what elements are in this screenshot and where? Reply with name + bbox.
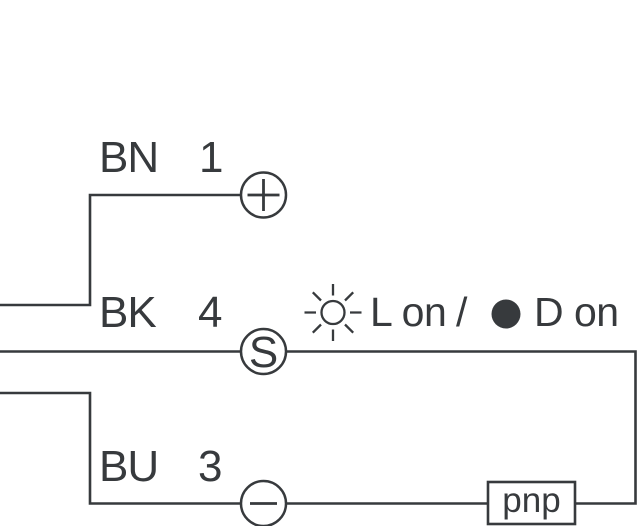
- pnp-box: [486, 480, 577, 526]
- signal-output-wire: [286, 350, 637, 505]
- sun-icon: [304, 284, 362, 341]
- dark-on-label: D on: [534, 289, 619, 335]
- signal-terminal: [239, 327, 288, 376]
- plus-icon: [247, 179, 280, 211]
- filled-circle-icon: [491, 299, 521, 329]
- mode-separator: /: [456, 289, 467, 335]
- bn-wire: [0, 193, 241, 307]
- light-on-label: L on: [370, 289, 447, 335]
- wire-label-bu: BU: [99, 442, 159, 491]
- wire-pin-3: 3: [198, 442, 223, 491]
- wire-pin-1: 1: [199, 133, 224, 182]
- wire-pin-4: 4: [198, 288, 223, 337]
- output-type-label: pnp: [502, 481, 561, 520]
- wire-label-bn: BN: [99, 133, 159, 182]
- signal-terminal-symbol: S: [249, 328, 278, 377]
- bu-wire: [0, 391, 241, 505]
- wire-label-bk: BK: [99, 288, 157, 337]
